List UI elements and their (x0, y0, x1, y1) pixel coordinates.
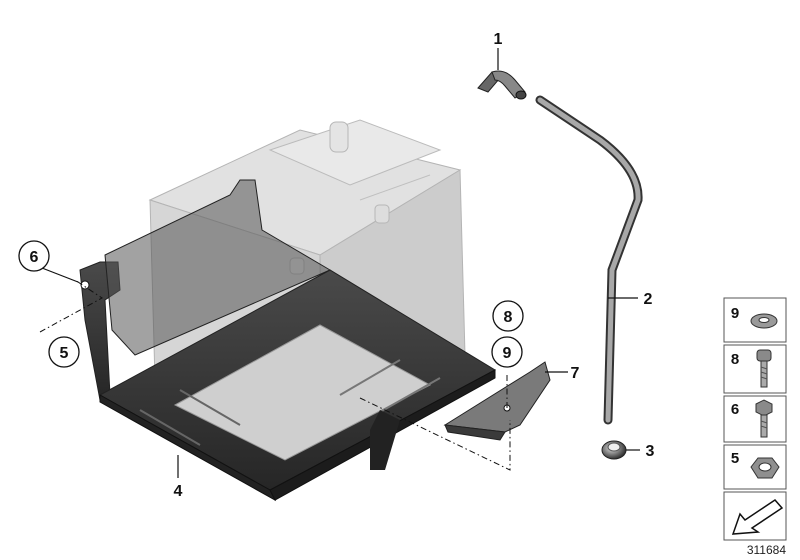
callout-3: 3 (646, 443, 655, 460)
leader-lines (39, 48, 640, 478)
callout-8: 8 (492, 300, 524, 332)
grommet-part (601, 440, 627, 460)
washer-icon (750, 313, 778, 329)
callout-1: 1 (494, 31, 503, 48)
svg-text:1: 1 (494, 31, 503, 48)
socket-head-bolt-icon (756, 349, 772, 388)
callout-4: 4 (174, 483, 183, 500)
legend-item-9: 9 (723, 297, 787, 343)
hex-bolt-icon (755, 399, 773, 438)
hex-nut-icon (750, 457, 780, 479)
svg-text:9: 9 (731, 305, 739, 322)
svg-text:3: 3 (646, 443, 655, 460)
callout-2: 2 (644, 291, 653, 308)
svg-text:2: 2 (644, 291, 653, 308)
legend-item-6: 6 (723, 395, 787, 443)
svg-text:8: 8 (504, 309, 513, 326)
svg-text:6: 6 (30, 249, 39, 266)
svg-text:5: 5 (731, 450, 739, 467)
bracket-part (443, 361, 551, 441)
callout-6: 6 (18, 240, 50, 272)
legend-item-5: 5 (723, 444, 787, 490)
svg-text:8: 8 (731, 351, 739, 368)
svg-text:9: 9 (503, 345, 512, 362)
svg-text:6: 6 (731, 401, 739, 418)
legend-direction (723, 491, 787, 541)
callout-5: 5 (48, 336, 80, 368)
callout-9: 9 (491, 336, 523, 368)
document-number: 311684 (747, 543, 786, 557)
vent-elbow-part (477, 70, 527, 100)
svg-text:5: 5 (60, 345, 69, 362)
front-arrow-icon (731, 499, 784, 535)
legend-item-8: 8 (723, 344, 787, 394)
svg-text:7: 7 (571, 365, 580, 382)
battery-tray (79, 179, 497, 502)
vent-hose-part (535, 95, 643, 425)
callout-7: 7 (571, 365, 580, 382)
legend: 9 8 6 (723, 297, 787, 541)
svg-text:4: 4 (174, 483, 183, 500)
